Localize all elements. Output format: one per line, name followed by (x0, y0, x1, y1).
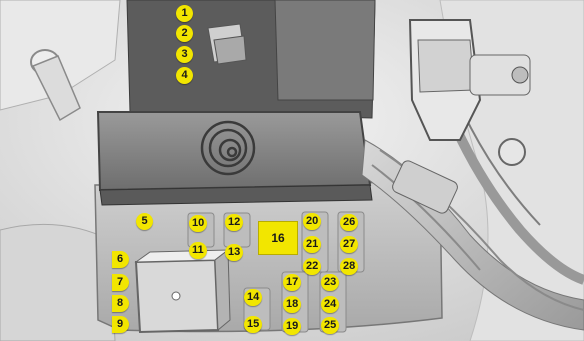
marker-13: 13 (225, 244, 243, 261)
relay-cover (275, 0, 375, 100)
marker-25: 25 (321, 317, 339, 334)
marker-28: 28 (340, 258, 358, 275)
marker-14: 14 (244, 289, 262, 306)
lower-relay (136, 250, 230, 332)
marker-16: 16 (258, 221, 298, 255)
marker-4: 4 (176, 67, 193, 84)
marker-3: 3 (176, 46, 193, 63)
marker-9: 9 (112, 316, 129, 333)
marker-8: 8 (112, 295, 129, 312)
marker-27: 27 (340, 236, 358, 253)
marker-21: 21 (303, 236, 321, 253)
marker-15: 15 (244, 316, 262, 333)
marker-24: 24 (321, 296, 339, 313)
marker-6: 6 (112, 251, 129, 268)
marker-18: 18 (283, 296, 301, 313)
marker-12: 12 (225, 214, 243, 231)
marker-2: 2 (176, 25, 193, 42)
marker-19: 19 (283, 318, 301, 335)
marker-23: 23 (321, 274, 339, 291)
marker-7: 7 (112, 274, 129, 291)
marker-22: 22 (303, 258, 321, 275)
marker-20: 20 (303, 213, 321, 230)
marker-10: 10 (189, 215, 207, 232)
relay-connector (208, 24, 246, 64)
marker-11: 11 (189, 242, 207, 259)
marker-5: 5 (136, 213, 153, 230)
marker-17: 17 (283, 274, 301, 291)
marker-26: 26 (340, 214, 358, 231)
marker-1: 1 (176, 5, 193, 22)
